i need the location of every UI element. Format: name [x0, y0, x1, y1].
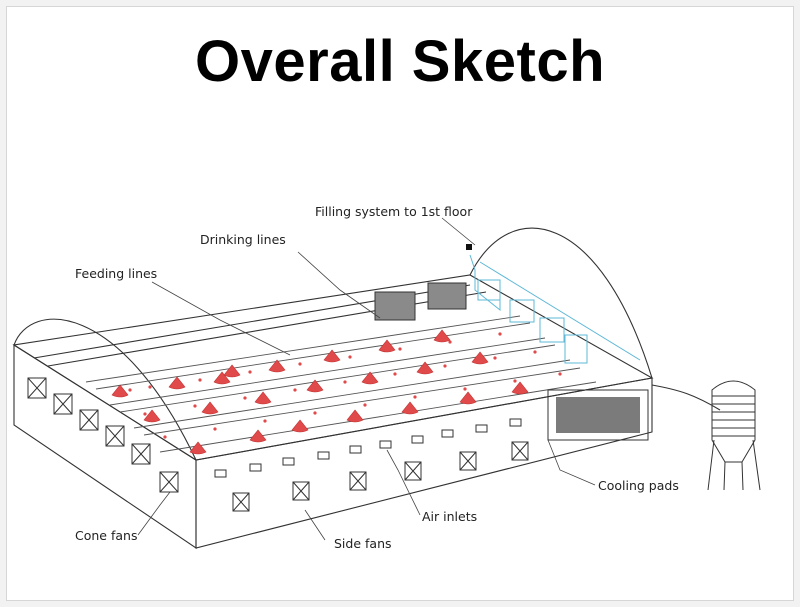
label-filling-system: Filling system to 1st floor — [315, 204, 473, 219]
label-cooling-pads: Cooling pads — [598, 478, 679, 493]
silo-feed-pipe — [651, 384, 721, 411]
end-wall — [13, 344, 197, 550]
drinker-nipples — [128, 332, 562, 439]
label-drinking-lines: Drinking lines — [200, 232, 286, 247]
label-side-fans: Side fans — [334, 536, 392, 551]
feeding-and-drinking-lines — [85, 315, 597, 453]
cooling-pad — [547, 389, 649, 441]
feeder-pans — [111, 329, 529, 455]
feed-silo — [707, 380, 761, 491]
page-title: Overall Sketch — [195, 29, 605, 94]
end-arch — [13, 318, 197, 461]
filling-system — [469, 254, 641, 364]
label-cone-fans: Cone fans — [75, 528, 137, 543]
roof-vents — [374, 282, 467, 321]
side-fans — [232, 441, 529, 512]
back-arch — [469, 227, 653, 379]
cone-fans — [27, 377, 179, 493]
filling-hopper-head — [466, 244, 472, 250]
label-air-inlets: Air inlets — [422, 509, 477, 524]
air-inlets — [214, 418, 522, 478]
leader-lines — [137, 217, 596, 541]
label-feeding-lines: Feeding lines — [75, 266, 157, 281]
